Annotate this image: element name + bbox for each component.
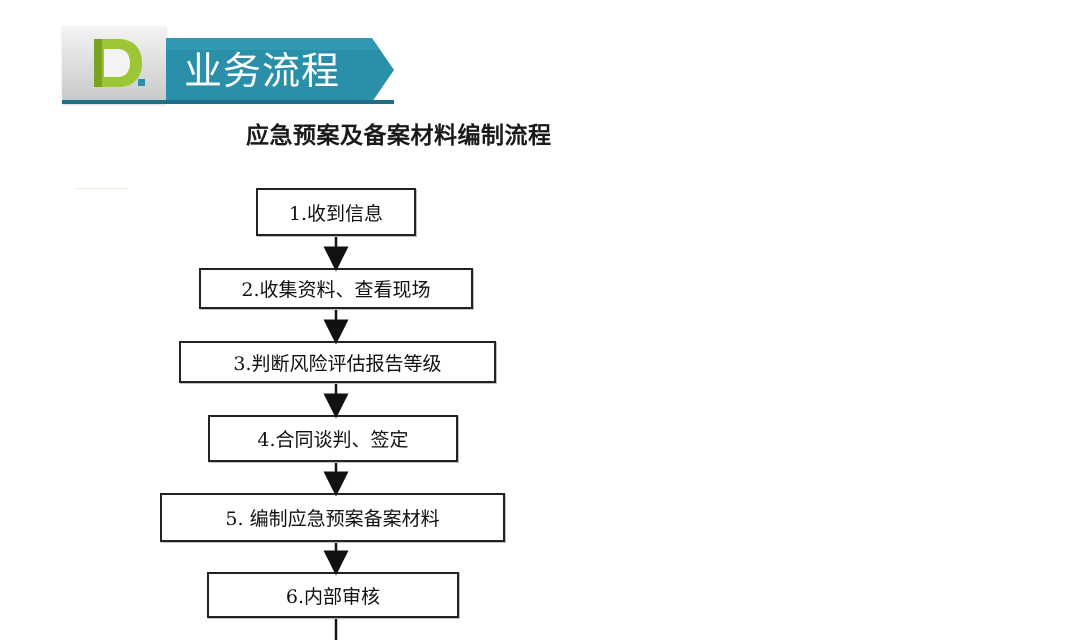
banner-shape	[166, 38, 394, 102]
logo-tile	[62, 26, 166, 104]
flow-step-2: 2.收集资料、查看现场	[199, 268, 473, 309]
flow-step-6: 6.内部审核	[207, 572, 459, 618]
logo-d-icon	[94, 39, 145, 87]
section-title: 业务流程	[184, 49, 341, 93]
banner-underline	[62, 100, 394, 104]
flow-step-1: 1.收到信息	[256, 188, 416, 236]
divider	[76, 188, 128, 189]
flow-step-5: 5. 编制应急预案备案材料	[160, 493, 505, 542]
diagram-title: 应急预案及备案材料编制流程	[246, 122, 552, 149]
section-banner: 业务流程	[166, 38, 394, 102]
flow-step-4: 4.合同谈判、签定	[208, 415, 458, 462]
